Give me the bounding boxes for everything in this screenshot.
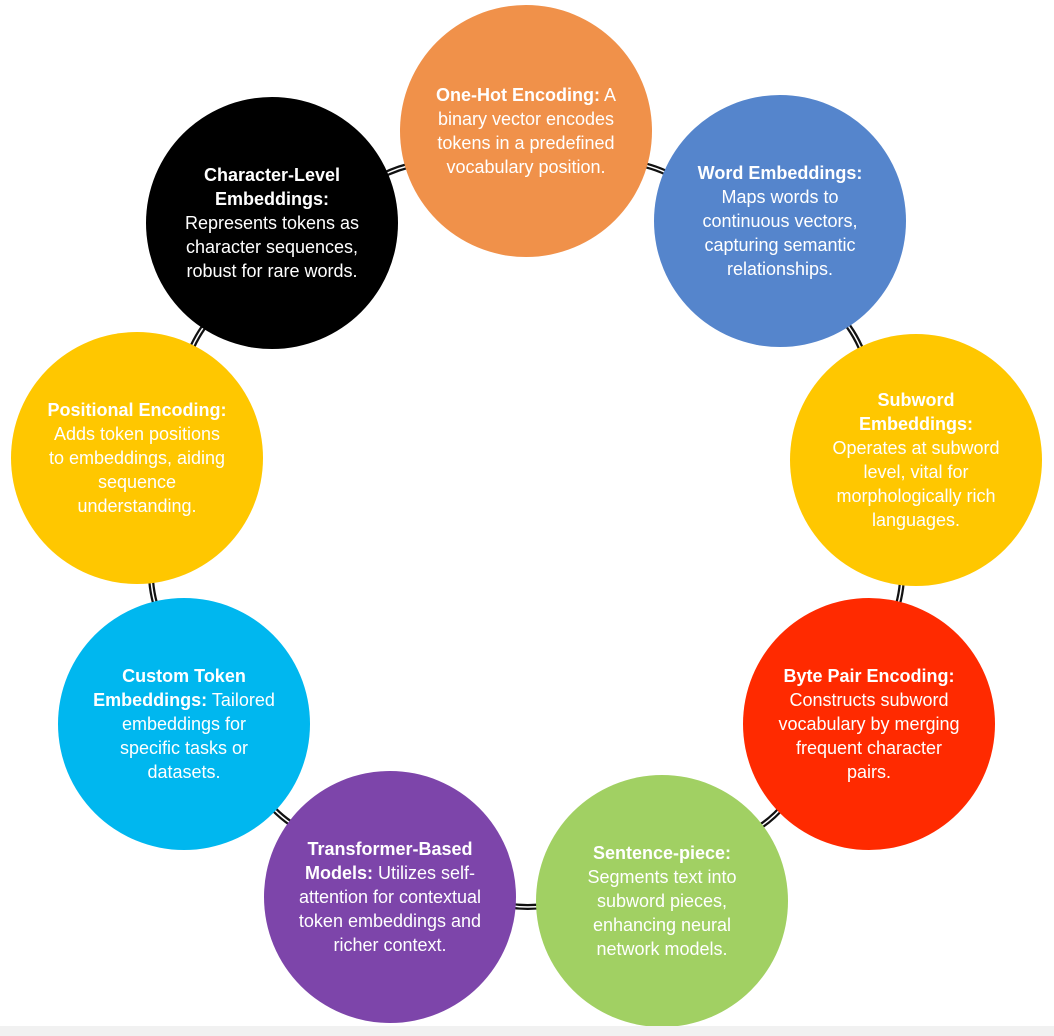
node-description: Adds token positions to embeddings, aidi… (48, 424, 226, 516)
node-title: Custom Token Embeddings: (93, 666, 246, 710)
node-transformer-based-models: Transformer-Based Models: Utilizes self-… (264, 771, 516, 1023)
node-description: Maps words to continuous vectors, captur… (702, 187, 858, 279)
node-title: Transformer-Based Models: (304, 839, 473, 883)
node-description: Tailored embeddings for specific tasks o… (119, 690, 275, 782)
node-description: Constructs subword vocabulary by merging… (778, 690, 960, 782)
node-description: Represents tokens as character sequences… (184, 213, 360, 281)
node-title: Word Embeddings: (697, 163, 863, 183)
node-title: Character-Level Embeddings: (203, 165, 341, 209)
node-description: Segments text into subword pieces, enhan… (587, 867, 737, 959)
node-custom-token-embeddings: Custom Token Embeddings: Tailored embedd… (58, 598, 310, 850)
node-description: Utilizes self-attention for contextual t… (298, 863, 482, 955)
node-positional-encoding: Positional Encoding: Adds token position… (11, 332, 263, 584)
node-description: Operates at subword level, vital for mor… (832, 438, 1000, 530)
node-byte-pair-encoding: Byte Pair Encoding: Constructs subword v… (743, 598, 995, 850)
node-one-hot-encoding: One-Hot Encoding: A binary vector encode… (400, 5, 652, 257)
node-sentence-piece: Sentence-piece: Segments text into subwo… (536, 775, 788, 1027)
node-title: Subword Embeddings: (858, 390, 973, 434)
node-title: Sentence-piece: (592, 843, 732, 863)
node-character-level-embeddings: Character-Level Embeddings: Represents t… (146, 97, 398, 349)
node-title: One-Hot Encoding: (435, 85, 600, 105)
node-title: Byte Pair Encoding: (783, 666, 955, 686)
node-word-embeddings: Word Embeddings: Maps words to continuou… (654, 95, 906, 347)
node-subword-embeddings: Subword Embeddings: Operates at subword … (790, 334, 1042, 586)
node-description: A binary vector encodes tokens in a pred… (437, 85, 616, 177)
node-title: Positional Encoding: (47, 400, 227, 420)
bottom-strip (0, 1026, 1054, 1036)
